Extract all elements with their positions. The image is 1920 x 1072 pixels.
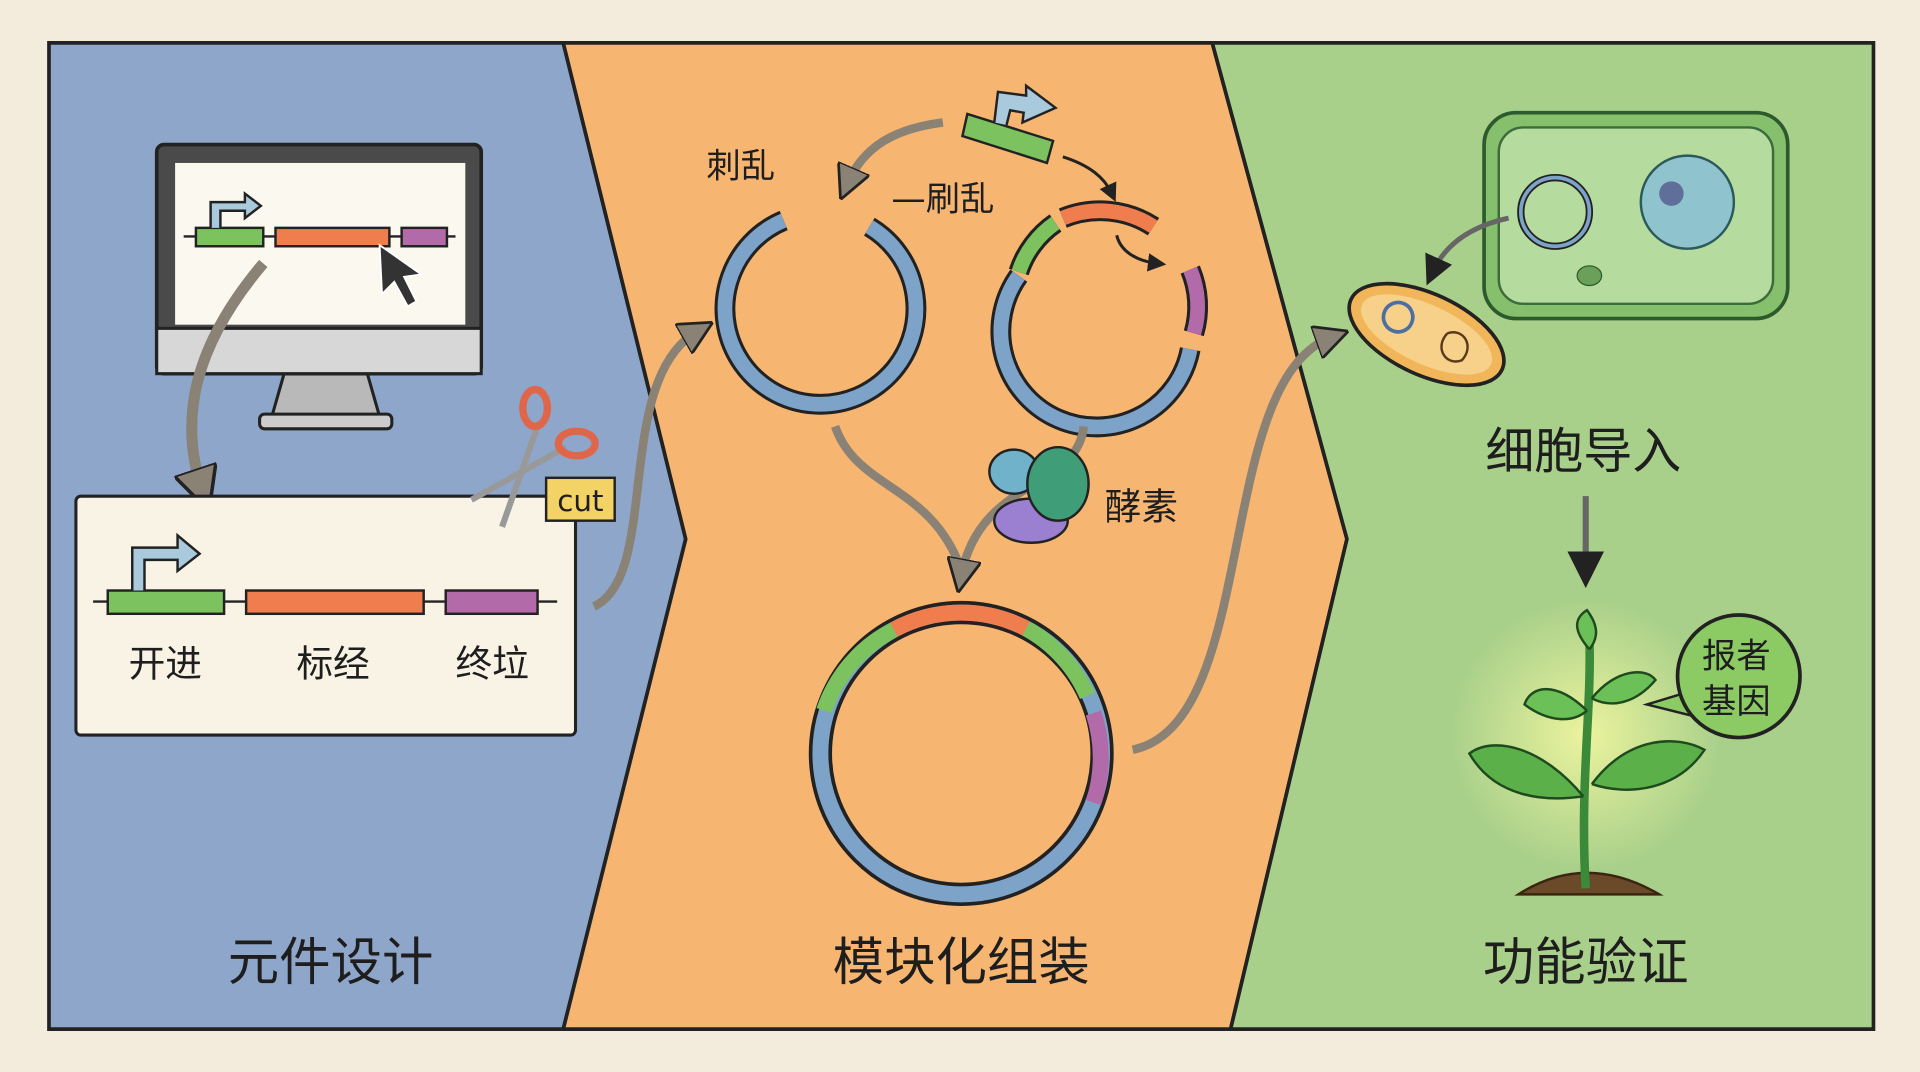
left-cut-label: 刺乱 (707, 147, 776, 187)
terminator-label: 终垃 (456, 642, 529, 685)
promoter-label: 开进 (129, 642, 202, 685)
cursor-icon (378, 243, 424, 308)
promoter-fragment (961, 83, 1058, 165)
cut-badge (544, 476, 616, 522)
assembly-to-validation-arrow (1131, 337, 1333, 754)
gene-design-box: 开进 标经 终垃 (74, 494, 578, 737)
bubble-line2: 基因 (1702, 682, 1771, 722)
cell-import-label: 细胞导入 (1485, 423, 1681, 480)
bacterium-icon (1347, 281, 1506, 388)
computer-monitor-icon (154, 142, 484, 431)
right-cut-label: —刷乱 (891, 180, 994, 220)
design-title: 元件设计 (228, 933, 434, 993)
plant-seedling-icon (1451, 600, 1721, 896)
design-to-assembly-arrow (591, 331, 698, 611)
assembly-title: 模块化组装 (833, 933, 1090, 993)
enzyme-icon (988, 445, 1090, 544)
enzyme-label: 酵素 (1104, 485, 1177, 528)
gene-label: 标经 (296, 642, 369, 685)
scissors-icon (469, 385, 599, 528)
promoter-arrow-icon (131, 532, 202, 591)
assembling-plasmid (990, 200, 1209, 438)
gene-part (244, 589, 425, 616)
bubble-line1: 报者 (1702, 637, 1771, 677)
validation-title: 功能验证 (1483, 933, 1689, 993)
cut-label: cut (557, 484, 603, 518)
promoter-part (106, 589, 226, 616)
insert-to-plasmid-arrow (847, 118, 944, 184)
assembled-plasmid (808, 600, 1114, 906)
terminator-part (444, 589, 539, 616)
design-to-box-arrow (192, 259, 268, 490)
reporter-gene-bubble: 报者 基因 (1642, 613, 1802, 740)
plant-cell-icon (1482, 110, 1790, 321)
